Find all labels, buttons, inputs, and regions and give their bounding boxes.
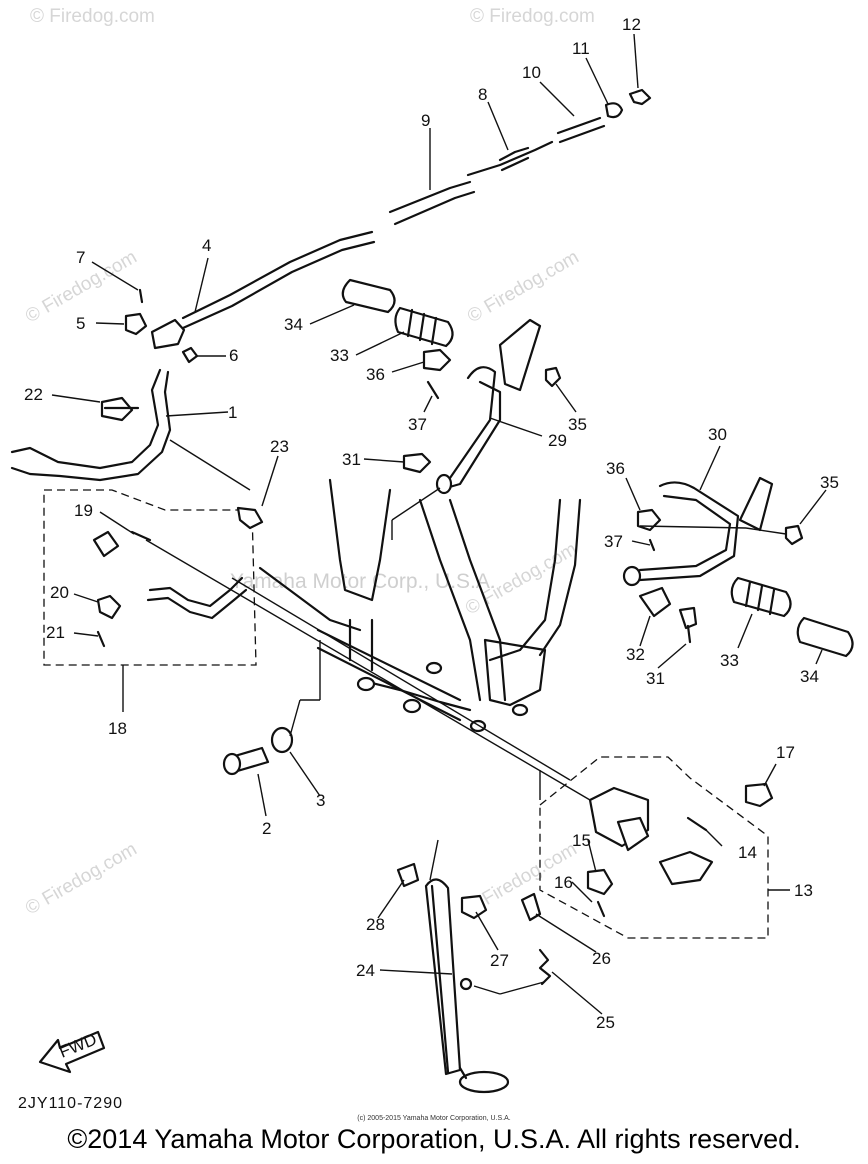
watermark: © Firedog.com <box>30 6 155 27</box>
callout-34: 34 <box>284 315 303 334</box>
watermarks: © Firedog.com © Firedog.com © Firedog.co… <box>22 6 595 919</box>
callout-5: 5 <box>76 314 85 333</box>
callout-1: 1 <box>228 403 237 422</box>
callout-37b: 37 <box>604 532 623 551</box>
callout-17: 17 <box>776 743 795 762</box>
callout-31: 31 <box>342 450 361 469</box>
callout-33: 33 <box>330 346 349 365</box>
callout-16: 16 <box>554 873 573 892</box>
left-step-holder <box>10 368 172 482</box>
callout-18: 18 <box>108 719 127 738</box>
callout-2: 2 <box>262 819 271 838</box>
callout-21: 21 <box>46 623 65 642</box>
callout-12: 12 <box>622 15 641 34</box>
callout-11: 11 <box>572 39 590 58</box>
callout-26: 26 <box>592 949 611 968</box>
callout-35: 35 <box>568 415 587 434</box>
callout-24: 24 <box>356 961 375 980</box>
callout-15: 15 <box>572 831 591 850</box>
callout-6: 6 <box>229 346 238 365</box>
callout-3: 3 <box>316 791 325 810</box>
leader-lines <box>51 33 827 1015</box>
watermark: © Firedog.com <box>464 247 583 328</box>
callout-19: 19 <box>74 501 93 520</box>
callout-30: 30 <box>708 425 727 444</box>
callout-29: 29 <box>548 431 567 450</box>
callout-34b: 34 <box>800 667 819 686</box>
diagram-code: 2JY110-7290 <box>18 1095 123 1112</box>
callout-labels: 1 2 3 4 5 6 7 8 9 10 11 12 13 14 15 16 1… <box>24 15 839 1032</box>
sidestand <box>396 862 552 1094</box>
brake-pedal <box>92 506 264 648</box>
upper-footpeg <box>341 278 454 400</box>
watermark: © Firedog.com <box>470 6 595 27</box>
cable-assembly <box>124 88 652 364</box>
watermark: © Firedog.com <box>22 839 141 920</box>
callout-4: 4 <box>202 236 211 255</box>
callout-10: 10 <box>522 63 541 82</box>
callout-36: 36 <box>366 365 385 384</box>
callout-36b: 36 <box>606 459 625 478</box>
callout-23: 23 <box>270 437 289 456</box>
right-footrest-bracket <box>622 476 804 644</box>
small-copyright: (c) 2005-2015 Yamaha Motor Corporation, … <box>357 1115 511 1122</box>
fwd-arrow: FWD <box>38 1030 106 1074</box>
left-dashed-box <box>43 489 257 712</box>
callout-27: 27 <box>490 951 509 970</box>
right-footpeg <box>730 576 854 658</box>
upper-footrest-bracket <box>402 318 562 495</box>
pivot-bolt <box>222 726 294 776</box>
frame <box>258 478 582 733</box>
callout-25: 25 <box>596 1013 615 1032</box>
callout-14: 14 <box>738 843 757 862</box>
callout-33b: 33 <box>720 651 739 670</box>
callout-13: 13 <box>794 881 813 900</box>
copyright-notice: ©2014 Yamaha Motor Corporation, U.S.A. A… <box>67 1124 801 1154</box>
right-dashed-box <box>539 756 790 939</box>
callout-8: 8 <box>478 85 487 104</box>
callout-31b: 31 <box>646 669 665 688</box>
callout-9: 9 <box>421 111 430 130</box>
callout-32: 32 <box>626 645 645 664</box>
callout-7: 7 <box>76 248 85 267</box>
callout-37: 37 <box>408 415 427 434</box>
callout-22: 22 <box>24 385 43 404</box>
callout-20: 20 <box>50 583 69 602</box>
callout-28: 28 <box>366 915 385 934</box>
callout-35b: 35 <box>820 473 839 492</box>
rear-footrest <box>586 782 774 918</box>
corp-watermark: Yamaha Motor Corp., U.S.A. <box>230 570 496 593</box>
